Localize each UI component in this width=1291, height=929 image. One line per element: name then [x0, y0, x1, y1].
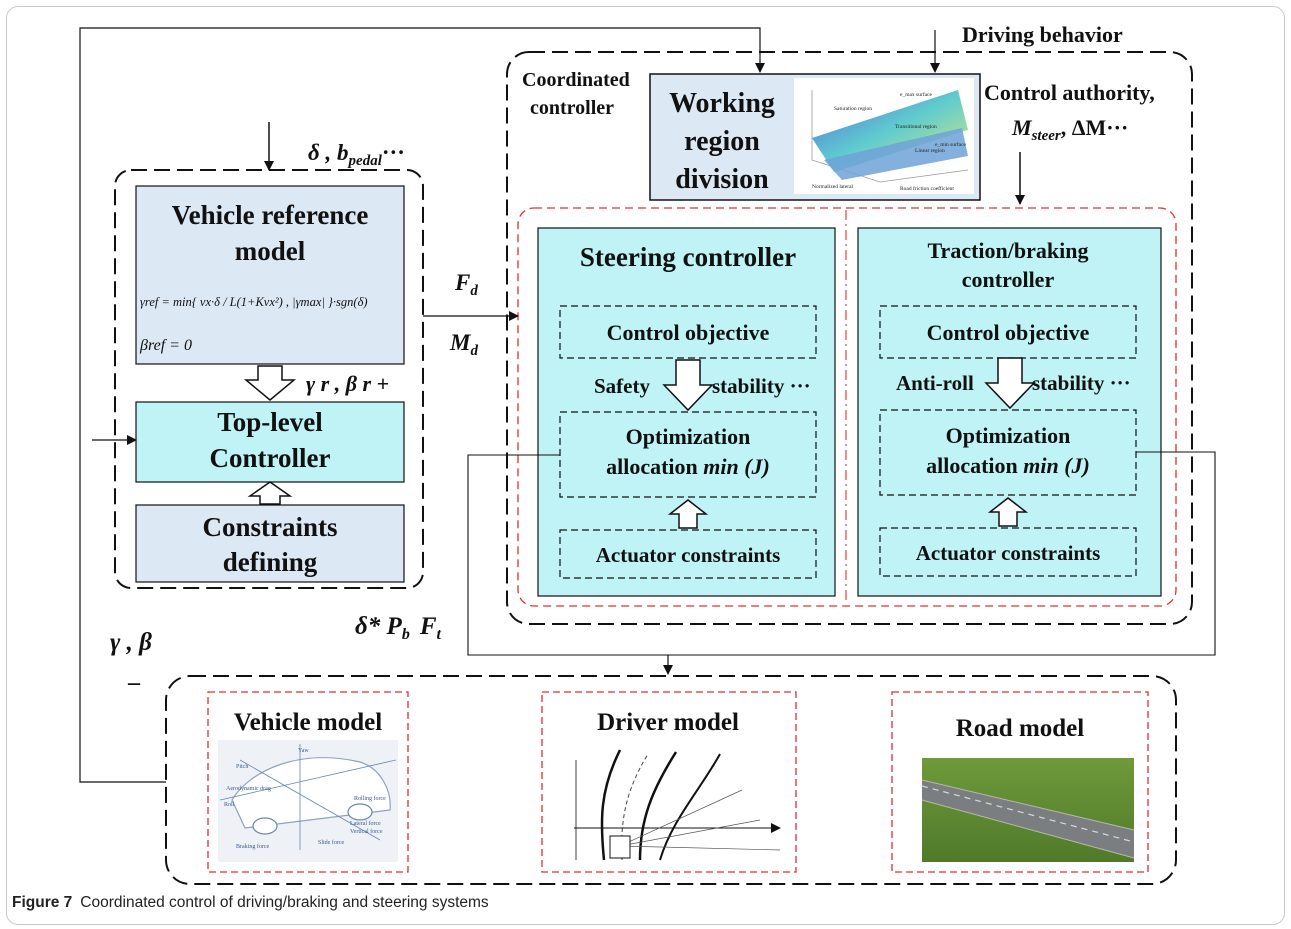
traction-actuator-box [879, 527, 1137, 577]
coordinated-label-1: Coordinated [522, 69, 630, 91]
svg-text:Braking force: Braking force [236, 843, 269, 850]
driving-behavior-label: Driving behavior [962, 22, 1123, 47]
steering-actuator-label: Actuator constraints [596, 543, 781, 567]
traction-optimization-1: Optimization [946, 423, 1071, 448]
vehicle-reference-title-2: model [235, 236, 306, 266]
steering-hollow-arrow [662, 359, 714, 412]
svg-text:Pitch: Pitch [236, 764, 248, 770]
md-label: Md [449, 330, 478, 359]
road-model-label: Road model [956, 715, 1085, 742]
gamma-beta-r-label: γ r , β r + [306, 371, 389, 396]
steering-output-line [467, 451, 1216, 656]
constraints-box [135, 504, 405, 583]
traction-actuator-arrow [987, 497, 1029, 527]
traction-actuator-label: Actuator constraints [916, 541, 1101, 565]
constraints-arrow [247, 481, 293, 505]
traction-stability-label: stability ··· [1032, 371, 1131, 395]
anti-roll-label: Anti-roll [896, 371, 974, 395]
traction-controller-box [857, 227, 1162, 597]
feedback-loop-line [79, 27, 765, 783]
constraints-title-1: Constraints [202, 512, 337, 542]
svg-text:Normalized lateral: Normalized lateral [812, 184, 854, 190]
steering-controller-title: Steering controller [580, 242, 796, 272]
top-level-controller-box [135, 401, 405, 483]
svg-text:Aerodynamic drag: Aerodynamic drag [226, 786, 271, 792]
road-scene-image [921, 758, 1135, 862]
top-level-title-1: Top-level [217, 407, 323, 437]
control-diagram: Driving behavior Coordinated controller … [79, 22, 1216, 885]
steering-optimization-2: allocation min (J) [606, 454, 770, 479]
svg-text:Yaw: Yaw [298, 748, 309, 754]
svg-text:Linear region: Linear region [915, 148, 945, 154]
vehicle-reference-box [135, 185, 405, 365]
svg-text:Roll: Roll [224, 802, 235, 808]
constraints-title-2: defining [223, 547, 318, 577]
minus-sign: – [127, 670, 141, 696]
svg-text:e_min surface: e_min surface [935, 141, 967, 148]
traction-optimization-2: allocation min (J) [926, 453, 1090, 478]
vehicle-model-box [207, 691, 409, 873]
working-region-label-3: division [675, 164, 769, 195]
steering-stability-label: stability ··· [712, 374, 811, 398]
working-region-label-2: region [684, 126, 760, 157]
svg-text:e_max surface: e_max surface [900, 91, 932, 98]
svg-text:Transitional region: Transitional region [895, 124, 937, 130]
traction-objective-label: Control objective [927, 320, 1090, 345]
traction-hollow-arrow [984, 357, 1036, 410]
vehicle-force-sketch: Yaw Pitch Roll Vertical force Lateral fo… [218, 740, 398, 862]
steering-objective-label: Control objective [607, 320, 770, 345]
ref-to-top-arrow [243, 365, 297, 401]
top-level-title-2: Controller [210, 443, 331, 473]
reference-equation-1: γref = min{ vx·δ / L(1+Kvx²) , |γmax| }·… [140, 295, 368, 309]
steering-objective-box [559, 305, 817, 359]
region-surface-graph: e_max surface Saturation region Transiti… [794, 78, 974, 194]
vehicle-model-label: Vehicle model [234, 709, 382, 736]
driver-path-sketch [574, 749, 781, 861]
control-authority-label: Control authority, [984, 80, 1155, 105]
svg-text:Saturation region: Saturation region [834, 106, 872, 112]
coordinated-label-2: controller [530, 97, 614, 119]
traction-title-2: controller [962, 267, 1055, 292]
safety-label: Safety [594, 374, 650, 398]
svg-text:Slide force: Slide force [318, 839, 344, 846]
steering-actuator-arrow [667, 499, 709, 529]
driver-model-label: Driver model [597, 709, 739, 736]
controllers-red-region [517, 207, 1177, 607]
fd-label: Fd [454, 270, 478, 299]
steering-optimization-1: Optimization [626, 424, 751, 449]
reference-equation-2: βref = 0 [139, 337, 192, 354]
svg-text:Vertical force: Vertical force [350, 828, 383, 835]
vehicle-reference-title-1: Vehicle reference [172, 200, 369, 230]
m-steer-label: Msteer, ΔM··· [1011, 115, 1128, 144]
coordinated-controller-region [506, 51, 1193, 625]
traction-title-1: Traction/braking [928, 238, 1089, 263]
driver-input-label: δ , bpedal··· [308, 140, 405, 169]
driver-model-box [541, 691, 797, 873]
working-region-label-1: Working [669, 88, 775, 119]
svg-text:Lateral force: Lateral force [350, 820, 381, 827]
road-model-box [891, 691, 1149, 873]
gamma-beta-label: γ , β [110, 629, 152, 656]
svg-text:Road friction coefficient: Road friction coefficient [900, 185, 954, 192]
steering-actuator-box [559, 529, 817, 579]
svg-text:Rolling force: Rolling force [354, 795, 386, 802]
